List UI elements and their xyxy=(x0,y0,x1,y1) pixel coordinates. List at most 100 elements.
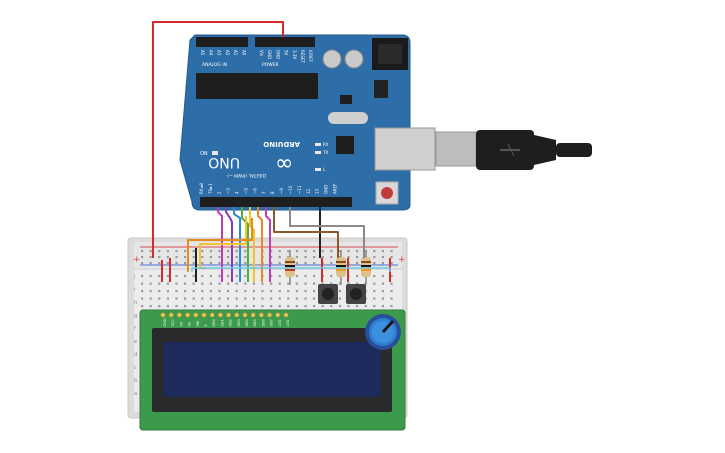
lcd-pin[interactable] xyxy=(168,312,174,318)
lcd-pin[interactable] xyxy=(250,312,256,318)
digital-pin-label: ~6 xyxy=(252,188,257,194)
rail-plus-label-right: + xyxy=(398,255,406,265)
power-pin-label: IOREF xyxy=(308,50,313,63)
lcd-pin[interactable] xyxy=(275,312,281,318)
lcd-screen xyxy=(163,342,381,397)
row-letter: i xyxy=(134,287,135,293)
digital-pin-label: ~11 xyxy=(297,185,302,194)
lcd-pin-label: DB7 xyxy=(270,319,274,326)
breadboard-row-letters: j i h g f e d c b a xyxy=(133,274,137,397)
analog-header xyxy=(196,37,248,47)
power-pin-label: GND xyxy=(267,50,272,59)
digital-pin-label: 12 xyxy=(306,188,311,194)
lcd-pin[interactable] xyxy=(193,312,199,318)
digital-pin-label: RX◄0 xyxy=(199,182,204,194)
rail-plus-label-left: + xyxy=(133,255,141,265)
digital-pin-label: ~3 xyxy=(226,188,231,194)
lcd-pin-label: DB5 xyxy=(253,319,257,326)
lcd-pin-label: E xyxy=(204,324,208,326)
pushbutton-icon[interactable] xyxy=(318,284,338,304)
row-letter: g xyxy=(134,313,137,319)
microcontroller-chip xyxy=(196,73,318,99)
analog-pin-label: A4 xyxy=(208,50,213,56)
analog-pin-label: A1 xyxy=(233,50,238,56)
digital-pin-label: 13 xyxy=(315,188,320,194)
potentiometer-icon[interactable] xyxy=(365,314,401,350)
row-letter: h xyxy=(134,300,137,306)
lcd-pin-label: VCC xyxy=(171,319,175,327)
digital-pin-label: TX►1 xyxy=(208,183,213,195)
l-led-label: L xyxy=(323,167,326,172)
lcd-pin-label: RS xyxy=(188,321,192,326)
analog-pin-label: A5 xyxy=(200,50,205,56)
row-letter: f xyxy=(134,326,136,332)
digital-pin-label: ~10 xyxy=(288,185,293,194)
lcd-pin-label: GND xyxy=(163,318,167,326)
row-letter: d xyxy=(134,352,137,358)
row-letter: e xyxy=(134,339,137,345)
power-pin-label: 3.3V xyxy=(292,50,297,59)
on-led-label: ON xyxy=(200,151,208,157)
row-letter: c xyxy=(134,365,137,371)
lcd-pin-header xyxy=(160,312,289,318)
power-header xyxy=(255,37,315,47)
wires xyxy=(152,21,391,282)
analog-pin-label: A0 xyxy=(242,50,247,56)
lcd-pin[interactable] xyxy=(185,312,191,318)
lcd-pin[interactable] xyxy=(201,312,207,318)
digital-pin-label: 7 xyxy=(261,191,266,194)
arduino-logo: ∞ xyxy=(275,151,293,176)
digital-pin-label: ~9 xyxy=(279,188,284,194)
lcd-pin-label: V0 xyxy=(179,322,183,327)
lcd-pin-label: LED xyxy=(286,319,290,326)
lcd-pin-label: DB4 xyxy=(245,318,249,326)
lcd-pin[interactable] xyxy=(242,312,248,318)
arduino-model: UNO xyxy=(208,154,240,170)
usb-cable-icon xyxy=(435,130,592,170)
tx-led-label: TX xyxy=(322,150,328,155)
digital-pin-label: ~5 xyxy=(244,188,249,194)
lcd-pin-label: DB0 xyxy=(212,319,216,326)
digital-pin-label: AREF xyxy=(333,183,338,194)
lcd-pin[interactable] xyxy=(209,312,215,318)
digital-pwm-label: DIGITAL (PWM ~) xyxy=(227,172,266,178)
power-pin-label: RESET xyxy=(300,50,305,63)
lcd-pin[interactable] xyxy=(258,312,264,318)
lcd-pin[interactable] xyxy=(267,312,273,318)
power-pin-label: 5V xyxy=(284,50,289,56)
lcd-pin-label: DB2 xyxy=(229,319,233,326)
lcd-pin[interactable] xyxy=(217,312,223,318)
digital-pin-label: 4 xyxy=(235,191,240,194)
power-pin-label: GND xyxy=(275,50,280,59)
lcd-pin-labels: GND VCC V0 RS RW E DB0 DB1 DB2 DB3 DB4 DB5 DB6 DB7 LED… xyxy=(163,318,290,326)
arduino-brand: ARDUINO xyxy=(263,140,300,148)
power-label: POWER xyxy=(262,62,279,68)
rx-led-label: RX xyxy=(323,142,329,147)
lcd-pin[interactable] xyxy=(283,312,289,318)
lcd-pin[interactable] xyxy=(234,312,240,318)
pushbutton-icon[interactable] xyxy=(346,284,366,304)
row-letter: j xyxy=(133,274,135,280)
lcd-module[interactable]: GND VCC V0 RS RW E DB0 DB1 DB2 DB3 DB4 DB5 DB6 DB7 LED… xyxy=(139,309,406,431)
lcd-pin[interactable] xyxy=(176,312,182,318)
lcd-pin[interactable] xyxy=(160,312,166,318)
row-letter: a xyxy=(134,391,137,397)
analog-in-label: ANALOG IN xyxy=(202,62,227,68)
digital-header xyxy=(200,197,352,207)
power-pin-label: Vin xyxy=(259,50,264,57)
lcd-pin-label: LED xyxy=(278,319,282,326)
usb-port xyxy=(374,127,436,171)
lcd-pin-label: DB1 xyxy=(220,319,224,326)
lcd-pin-label: RW xyxy=(196,320,200,326)
digital-pin-label: 8 xyxy=(270,191,275,194)
lcd-pin-label: DB3 xyxy=(237,319,241,326)
digital-pin-label: GND xyxy=(324,185,329,194)
analog-pin-label: A3 xyxy=(217,50,222,56)
lcd-pin[interactable] xyxy=(226,312,232,318)
row-letter: b xyxy=(134,378,137,384)
lcd-pin-label: DB6 xyxy=(261,319,265,326)
digital-pin-label: 2 xyxy=(217,191,222,194)
reset-button-icon[interactable] xyxy=(375,181,399,205)
